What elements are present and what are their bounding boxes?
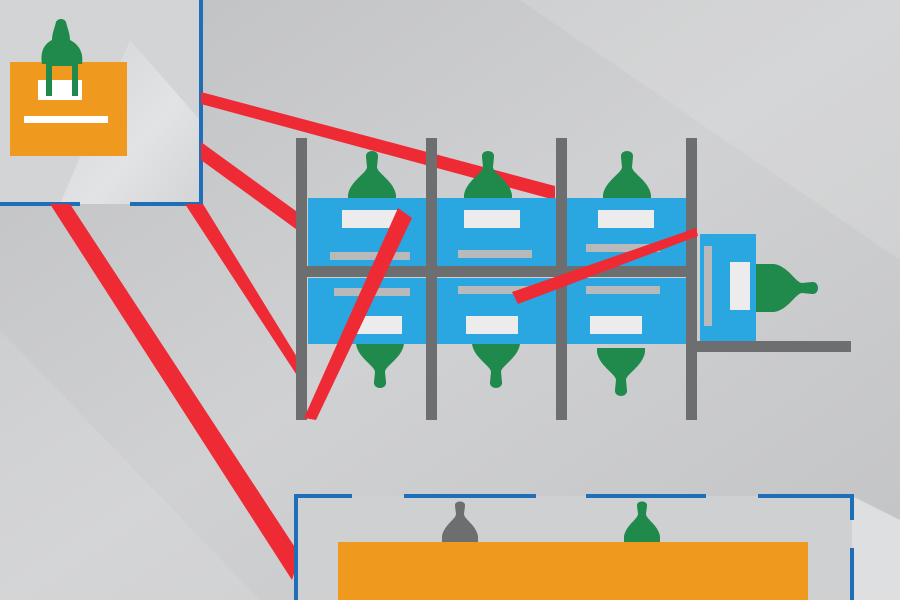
connector-lines <box>50 92 555 580</box>
bottle-icon <box>41 19 83 96</box>
label-strip-icon <box>466 316 518 334</box>
label-strip-icon <box>586 244 660 252</box>
label-strip-icon <box>586 286 660 294</box>
orange-block <box>10 62 127 156</box>
bottom-panel-sheen <box>852 496 900 600</box>
bottom-inset <box>294 494 900 600</box>
top-left-inset <box>0 0 203 206</box>
label-strip-icon <box>730 262 750 310</box>
rack-post <box>686 138 697 420</box>
connector-diagonal <box>304 208 412 420</box>
connector-inner <box>185 204 300 380</box>
rack <box>296 138 851 420</box>
rack-arm <box>686 341 851 352</box>
orange-block-line <box>24 116 108 123</box>
connector-mid <box>201 142 300 232</box>
label-strip-icon <box>330 252 410 260</box>
connector-top <box>201 92 555 200</box>
connector-cross <box>512 228 698 304</box>
bottle-icon <box>624 501 660 544</box>
bottle-icon <box>442 501 478 544</box>
label-strip-icon <box>464 210 520 228</box>
bottom-frame <box>294 494 854 600</box>
connector-long <box>50 204 300 580</box>
background-sheen <box>520 0 900 260</box>
bottle-icon <box>756 264 818 312</box>
rack-post <box>426 138 437 420</box>
label-strip-icon <box>704 246 712 326</box>
bottom-bottles <box>442 501 660 544</box>
label-strip-icon <box>598 210 654 228</box>
side-cell <box>700 234 818 342</box>
inset-shine <box>60 40 200 204</box>
label-strip-icon <box>342 210 398 228</box>
label-strip-icon <box>458 286 532 294</box>
rack-shelf <box>296 266 696 277</box>
rack-connector-lines <box>304 208 698 420</box>
background-sheen-lower <box>0 330 260 600</box>
label-strip-icon <box>458 250 532 258</box>
label-strip-icon <box>590 316 642 334</box>
rack-post <box>296 138 307 420</box>
orange-bar <box>338 542 808 600</box>
